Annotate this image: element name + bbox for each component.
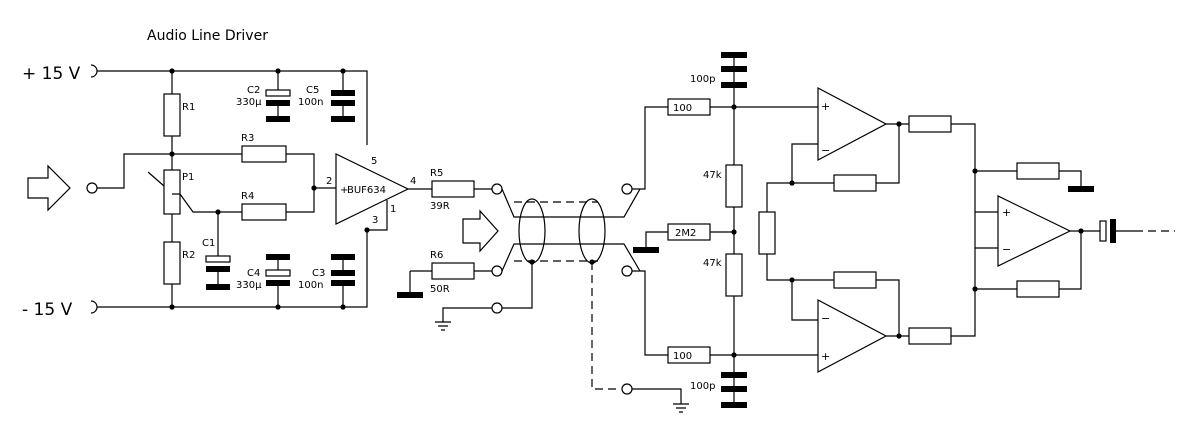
positive-rail	[97, 70, 368, 145]
r-lower-47k	[725, 253, 743, 297]
receiver-hot-in[interactable]	[621, 183, 633, 195]
receiver-ground-in[interactable]	[621, 383, 633, 395]
r4-resistor	[241, 203, 287, 221]
upper-output-resistor	[908, 115, 952, 133]
c5-capacitor	[331, 90, 355, 96]
r1-label: R1	[182, 102, 195, 113]
r-lower-value: 47k	[703, 258, 722, 269]
input-arrow-icon	[27, 164, 71, 212]
buf634-pin-5: 5	[371, 156, 377, 167]
r6-label: R6	[430, 250, 443, 261]
c2-capacitor-plate	[265, 89, 291, 97]
r6-ground-bar	[397, 292, 423, 298]
output-jack-icon[interactable]	[1099, 219, 1175, 243]
c1-capacitor	[206, 266, 230, 272]
lower-output-resistor	[908, 327, 952, 345]
negative-supply-terminal	[90, 300, 98, 314]
c3-value: 100n	[298, 280, 323, 291]
c1-capacitor-plate	[205, 255, 231, 263]
upper-op-amp-plus: +	[821, 100, 830, 113]
ground-terminal[interactable]	[491, 302, 503, 314]
buf634-pin-2: 2	[326, 176, 332, 187]
diagram-title: Audio Line Driver	[147, 28, 268, 44]
c2-capacitor	[266, 100, 290, 106]
c-bottom-value: 100p	[690, 381, 715, 392]
c4-label: C4	[247, 268, 260, 279]
buf634-pin-1: 1	[390, 204, 396, 215]
c3-label: C3	[312, 268, 325, 279]
r3-resistor	[241, 145, 287, 163]
r-top-value: 100	[673, 103, 692, 114]
ground-icon	[673, 403, 689, 413]
negative-supply-label: - 15 V	[22, 300, 73, 320]
r5-resistor	[431, 180, 475, 198]
positive-supply-label: + 15 V	[22, 64, 81, 84]
r-bottom-value: 100	[673, 351, 692, 362]
cable-shield-left	[518, 198, 546, 264]
output-op-amp	[997, 195, 1072, 267]
upper-feedback-resistor	[833, 174, 877, 192]
ground-icon	[435, 321, 451, 331]
buf634-buffer	[335, 153, 410, 225]
r3-label: R3	[241, 133, 254, 144]
cable-hot-conductor	[501, 188, 641, 218]
gain-resistor	[758, 211, 776, 255]
c3-capacitor	[331, 254, 355, 260]
cable-cold-conductor	[501, 243, 641, 272]
r4-label: R4	[241, 191, 254, 202]
diff-ground-bar	[1068, 186, 1094, 192]
c5-value: 100n	[298, 97, 323, 108]
lower-op-amp	[817, 299, 888, 373]
buf634-plus-sign: +	[340, 185, 348, 196]
r2-resistor	[163, 241, 181, 285]
r6-value: 50R	[430, 284, 450, 295]
r5-label: R5	[430, 168, 443, 179]
c-top-value: 100p	[690, 74, 715, 85]
r5-value: 39R	[430, 201, 450, 212]
c4-value: 330µ	[236, 280, 262, 291]
c2-value: 330µ	[236, 97, 262, 108]
lower-op-amp-plus: +	[821, 350, 830, 363]
r-bias-ground-bar	[633, 247, 659, 253]
lower-op-amp-minus: −	[821, 312, 830, 325]
diff-feedback-resistor	[1016, 280, 1060, 298]
input-terminal[interactable]	[86, 182, 98, 194]
supply-rails: + 15 V - 15 V	[22, 64, 368, 320]
c5-label: C5	[306, 85, 319, 96]
r-upper-47k	[725, 164, 743, 208]
r6-resistor	[431, 262, 475, 280]
upper-op-amp	[817, 87, 888, 161]
hot-out-terminal[interactable]	[491, 183, 503, 195]
c1-label: C1	[202, 238, 215, 249]
r2-label: R2	[182, 250, 195, 261]
buf634-pin-3: 3	[372, 215, 378, 226]
upper-op-amp-minus: −	[821, 144, 830, 157]
receiver-cold-in[interactable]	[621, 265, 633, 277]
p1-label: P1	[182, 172, 194, 183]
c-bottom-100p	[721, 372, 747, 378]
diff-input-resistor-top	[1016, 162, 1060, 180]
cable-shield-right	[578, 198, 606, 264]
cable-arrow-icon	[462, 209, 499, 253]
r1-resistor	[163, 93, 181, 137]
negative-rail	[97, 230, 368, 308]
p1-potentiometer	[163, 169, 181, 215]
c-top-100p	[721, 52, 747, 58]
r-bias-value: 2M2	[675, 228, 696, 239]
buf634-pin-4: 4	[410, 176, 416, 187]
output-op-amp-plus: +	[1002, 206, 1011, 219]
c4-capacitor	[266, 254, 290, 260]
r-upper-value: 47k	[703, 170, 722, 181]
shield-dashed-ground	[591, 262, 620, 390]
output-op-amp-minus: −	[1002, 243, 1011, 256]
c2-label: C2	[247, 85, 260, 96]
p1-wiper	[147, 171, 218, 213]
buf634-label: BUF634	[347, 185, 386, 196]
lower-feedback-resistor	[833, 271, 877, 289]
cold-out-terminal[interactable]	[491, 265, 503, 277]
positive-supply-terminal	[90, 64, 98, 78]
input-wire	[97, 153, 172, 189]
